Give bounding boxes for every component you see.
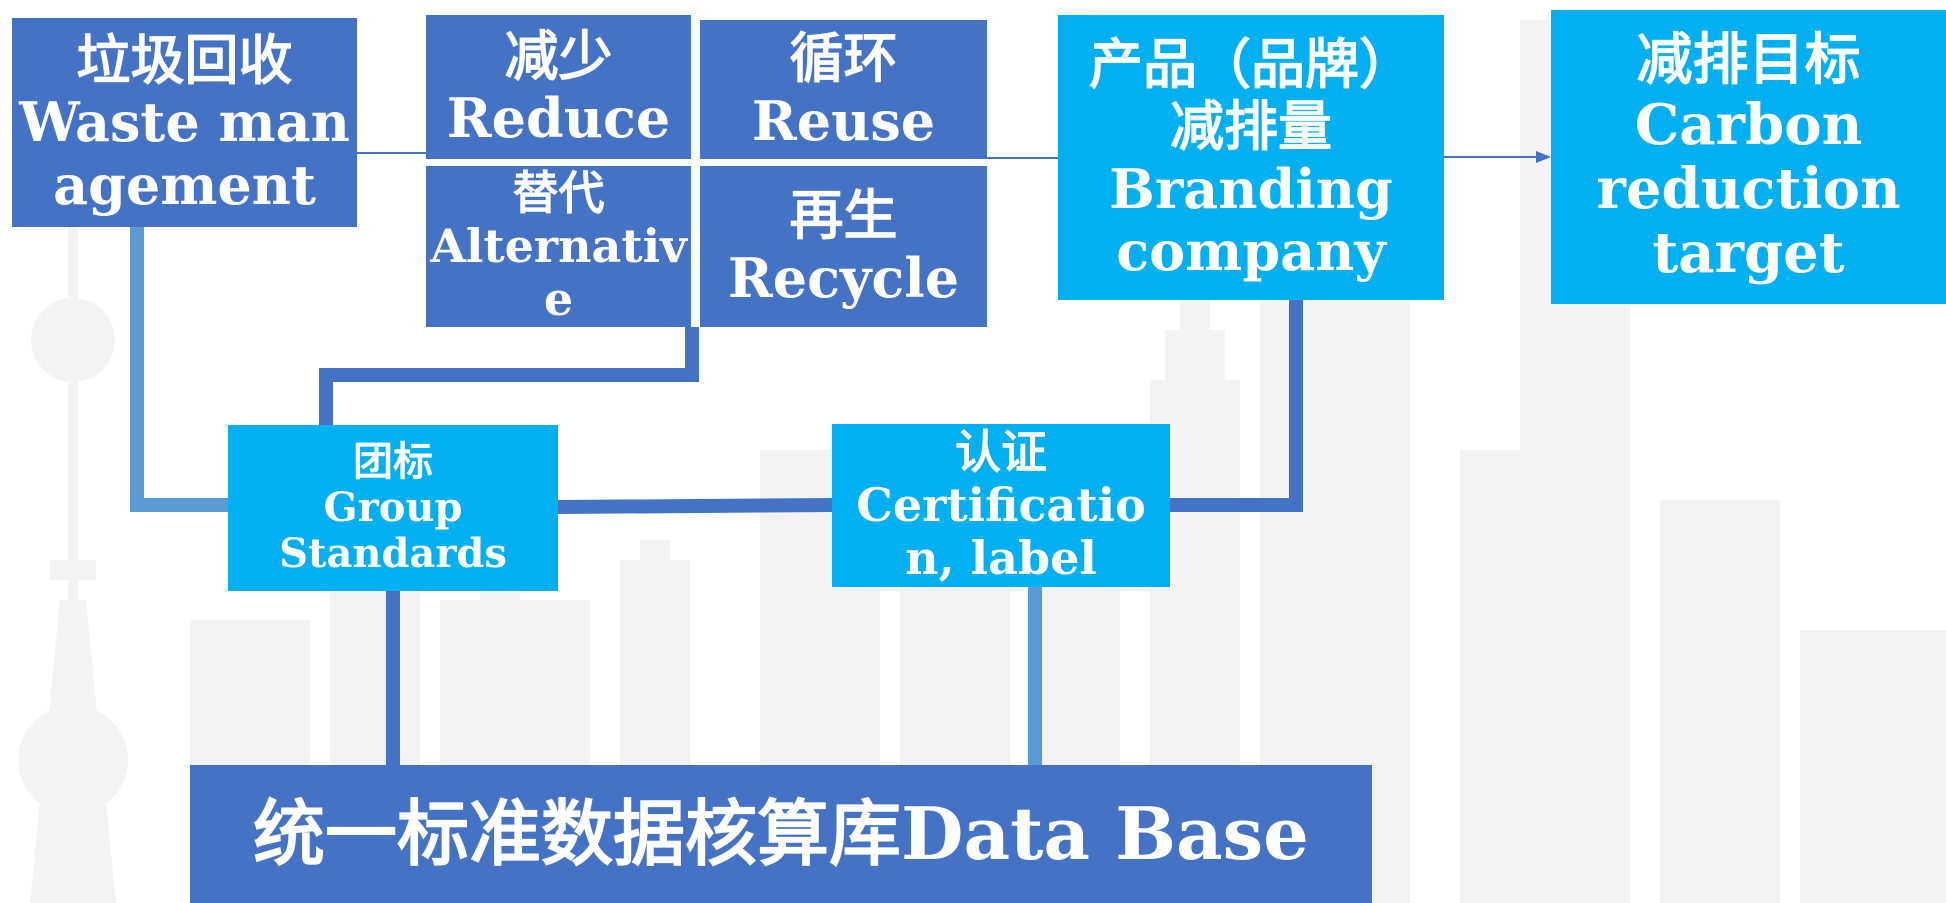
group-standards-en: Group Standards bbox=[279, 484, 507, 577]
data-base-zh: 统一标准数据核算库 bbox=[253, 790, 902, 876]
reuse-zh: 循环 bbox=[789, 26, 898, 91]
reuse-en: Reuse bbox=[751, 88, 936, 153]
certification-to-branding-line bbox=[1170, 270, 1303, 512]
alternative-en: Alternative bbox=[430, 219, 687, 326]
alternative-box: 替代 Alternative bbox=[426, 166, 691, 327]
data-base-en: Data Base bbox=[901, 790, 1309, 876]
branding-company-box: 产品（品牌）减排量 Branding company bbox=[1058, 15, 1444, 300]
arrow-head-icon bbox=[1536, 151, 1551, 163]
recycle-zh: 再生 bbox=[789, 183, 898, 248]
alternative-zh: 替代 bbox=[512, 166, 605, 221]
standards-to-certification-line bbox=[557, 498, 833, 514]
certification-zh: 认证 bbox=[955, 425, 1047, 480]
group-standards-zh: 团标 bbox=[353, 438, 433, 485]
group-standards-box: 团标 Group Standards bbox=[228, 425, 558, 591]
data-base-box: 统一标准数据核算库 Data Base bbox=[190, 765, 1372, 903]
waste-management-en: Waste management bbox=[19, 90, 350, 217]
branding-company-zh: 产品（品牌）减排量 bbox=[1089, 32, 1413, 159]
carbon-reduction-target-zh: 减排目标 bbox=[1636, 27, 1861, 94]
carbon-reduction-target-box: 减排目标 Carbon reduction target bbox=[1551, 10, 1946, 304]
branding-company-en: Branding company bbox=[1109, 156, 1393, 283]
carbon-reduction-target-en: Carbon reduction target bbox=[1596, 91, 1901, 287]
reduce-zh: 减少 bbox=[504, 23, 613, 88]
alternative-to-standards-line bbox=[319, 327, 699, 425]
waste-management-zh: 垃圾回收 bbox=[76, 28, 293, 93]
reuse-box: 循环 Reuse bbox=[700, 20, 987, 159]
recycle-box: 再生 Recycle bbox=[700, 166, 987, 327]
reduce-en: Reduce bbox=[446, 86, 671, 150]
certification-box: 认证 Certification, label bbox=[832, 424, 1170, 587]
certification-en: Certification, label bbox=[856, 478, 1146, 585]
recycle-en: Recycle bbox=[727, 245, 960, 310]
waste-to-standards-line bbox=[130, 226, 228, 512]
waste-management-box: 垃圾回收 Waste management bbox=[12, 18, 357, 227]
reduce-box: 减少 Reduce bbox=[426, 15, 691, 159]
